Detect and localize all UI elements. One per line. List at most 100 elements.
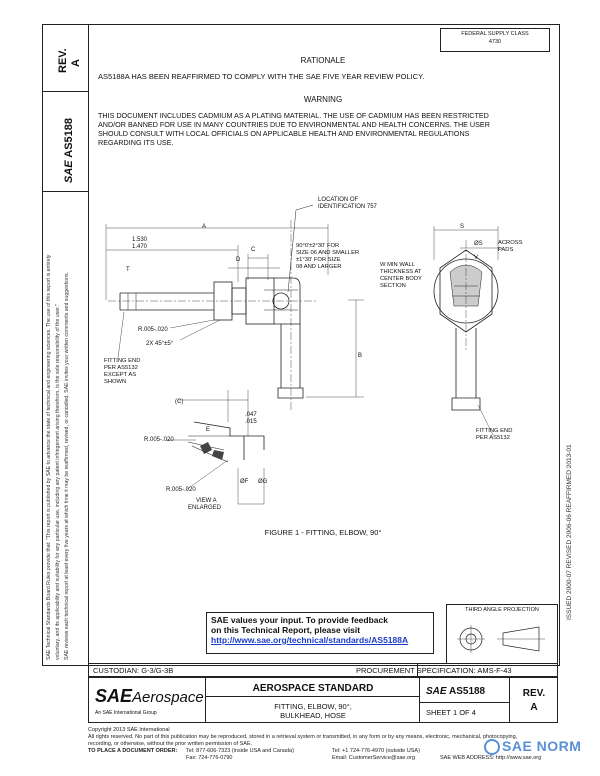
phi-s-label: ØS bbox=[474, 241, 483, 247]
title-line-2: BULKHEAD, HOSE bbox=[280, 711, 346, 720]
angle-note-4: 08 AND LARGER bbox=[296, 264, 342, 270]
fitting-end-note-1: FITTING END bbox=[104, 358, 141, 364]
rev-cell-bottom: REV. A bbox=[510, 677, 558, 723]
watermark: SAE NORM bbox=[484, 738, 581, 756]
rights-line-1: All rights reserved. No part of this pub… bbox=[88, 734, 518, 740]
projection-label: THIRD ANGLE PROJECTION bbox=[465, 607, 539, 613]
projection-box: THIRD ANGLE PROJECTION bbox=[446, 604, 558, 664]
sae-rules-line-1: SAE Technical Standards Board Rules prov… bbox=[46, 254, 52, 660]
rev-cell: REV. A bbox=[43, 25, 89, 92]
radius-label-1: R.005-.020 bbox=[138, 327, 168, 333]
wall-note-1: W MIN WALL bbox=[380, 262, 415, 268]
angle-note-2: SIZE 06 AND SMALLER bbox=[296, 250, 360, 256]
phi-f-label: ØF bbox=[240, 479, 249, 485]
rev-value: A bbox=[70, 59, 82, 67]
angle-note-1: 90°0'±2°30' FOR bbox=[296, 243, 340, 249]
rationale-heading: RATIONALE bbox=[300, 56, 346, 65]
order-label: TO PLACE A DOCUMENT ORDER: bbox=[88, 748, 178, 754]
procurement-text: PROCUREMENT SPECIFICATION: AMS-F-43 bbox=[356, 666, 512, 675]
fitting-end-note-4: SHOWN bbox=[104, 379, 127, 385]
angle-note-3: ±1°30' FOR SIZE bbox=[296, 257, 341, 263]
doc-number-cell-bottom: SAE AS5188 SHEET 1 OF 4 bbox=[420, 677, 510, 723]
dim-cc-label: (C) bbox=[175, 399, 184, 405]
custodian-text: CUSTODIAN: G-3/G-3B bbox=[93, 666, 174, 675]
warning-line-4: REGARDING ITS USE. bbox=[98, 138, 174, 147]
issue-dates: ISSUED 2000-07 REVISED 2006-06 REAFFIRME… bbox=[566, 444, 573, 620]
rev-value-bottom: A bbox=[530, 702, 538, 713]
sheet-divider bbox=[420, 702, 510, 703]
wall-note-4: SECTION bbox=[380, 283, 406, 289]
phi-g-label: ØG bbox=[258, 479, 268, 485]
rights-line-2: recording, or otherwise, without the pri… bbox=[88, 741, 253, 747]
feedback-link[interactable]: http://www.sae.org/technical/standards/A… bbox=[211, 635, 409, 645]
custodian-cell: CUSTODIAN: G-3/G-3B bbox=[88, 663, 418, 677]
fsc-box: FEDERAL SUPPLY CLASS 4730 bbox=[440, 28, 550, 52]
dim-s-label: S bbox=[460, 224, 465, 230]
fitting-end-right-2: PER AS5132 bbox=[476, 435, 510, 441]
doc-number-cell: SAE AS5188 bbox=[43, 91, 89, 192]
copyright-text: Copyright 2013 SAE International bbox=[88, 727, 170, 733]
location-note-2: IDENTIFICATION 757 bbox=[318, 204, 377, 210]
fax: Fax: 724-776-0790 bbox=[186, 755, 233, 761]
view-a-label: VIEW A bbox=[196, 498, 217, 504]
rev-label: REV. bbox=[57, 48, 69, 73]
wall-note-3: CENTER BODY bbox=[380, 276, 422, 282]
warning-heading: WARNING bbox=[303, 95, 343, 104]
web-address: SAE WEB ADDRESS: http://www.sae.org bbox=[440, 755, 542, 761]
fsc-label: FEDERAL SUPPLY CLASS bbox=[461, 31, 529, 37]
dim-e-label: E bbox=[206, 427, 211, 433]
view-enlarged-label: ENLARGED bbox=[188, 505, 222, 511]
across-note-2: PADS bbox=[498, 247, 514, 253]
wall-note-2: THICKNESS AT bbox=[380, 269, 422, 275]
dim-t-label: T bbox=[126, 267, 130, 273]
dim-1470: 1.470 bbox=[132, 244, 148, 250]
globe-icon bbox=[484, 739, 500, 756]
title-line-1: FITTING, ELBOW, 90°, bbox=[274, 702, 352, 711]
dim-015: .015 bbox=[245, 419, 257, 425]
sae-aerospace-logo: SAEAerospace bbox=[95, 686, 204, 706]
warning-line-1: THIS DOCUMENT INCLUDES CADMIUM AS A PLAT… bbox=[98, 111, 489, 120]
dim-b-label: B bbox=[358, 353, 363, 359]
figure-caption: FIGURE 1 - FITTING, ELBOW, 90° bbox=[264, 528, 382, 537]
left-header-column: REV. A SAE AS5188 bbox=[42, 24, 89, 666]
email: Email: CustomerService@sae.org bbox=[332, 755, 415, 761]
doc-number-bottom: AS5188 bbox=[448, 686, 486, 697]
fitting-drawing bbox=[105, 204, 500, 505]
rationale-text: AS5188A HAS BEEN REAFFIRMED TO COMPLY WI… bbox=[98, 72, 425, 81]
dim-047: .047 bbox=[245, 412, 257, 418]
title-divider bbox=[206, 696, 420, 697]
radius-label-2: R.005-.020 bbox=[144, 437, 174, 443]
feedback-box: SAE values your input. To provide feedba… bbox=[206, 612, 434, 654]
fitting-end-right-1: FITTING END bbox=[476, 428, 513, 434]
dim-c-label: C bbox=[251, 247, 256, 253]
feedback-line-1: SAE values your input. To provide feedba… bbox=[211, 615, 388, 625]
projection-symbol-icon bbox=[457, 625, 545, 653]
tel-inside: Tel: 877-606-7323 (inside USA and Canada… bbox=[186, 748, 294, 754]
fsc-value: 4730 bbox=[488, 39, 502, 45]
doc-number-vertical: AS5188 bbox=[63, 117, 75, 158]
procurement-cell: PROCUREMENT SPECIFICATION: AMS-F-43 bbox=[330, 663, 558, 677]
fitting-end-note-2: PER AS5132 bbox=[104, 365, 138, 371]
dim-v-label: V bbox=[474, 255, 479, 261]
dim-1530: 1.530 bbox=[132, 237, 148, 243]
radius-label-3: R.005-.020 bbox=[166, 487, 196, 493]
tel-outside: Tel: +1 724-776-4970 (outside USA) bbox=[332, 748, 420, 754]
warning-line-3: SHOULD CONSULT WITH LOCAL OFFICIALS ON A… bbox=[98, 129, 470, 138]
aerospace-standard-heading: AEROSPACE STANDARD bbox=[252, 683, 374, 694]
sae-rules-line-2: voluntary, and its applicability and sui… bbox=[55, 304, 61, 660]
logo-cell: SAEAerospace An SAE International Group bbox=[88, 677, 206, 723]
feedback-line-2: on this Technical Report, please visit bbox=[211, 625, 361, 635]
sae-rules-line-3: SAE reviews each technical report at lea… bbox=[64, 272, 70, 660]
sae-small-logo: SAE bbox=[426, 686, 447, 697]
dim-d-label: D bbox=[236, 257, 241, 263]
title-cell: AEROSPACE STANDARD FITTING, ELBOW, 90°, … bbox=[206, 677, 420, 723]
sheet-number: SHEET 1 OF 4 bbox=[426, 708, 476, 717]
dim-a-label: A bbox=[202, 224, 207, 230]
warning-line-2: AND/OR BANNED FOR USE IN MANY COUNTRIES … bbox=[98, 120, 490, 129]
across-note-1: ACROSS bbox=[498, 240, 523, 246]
fitting-end-note-3: EXCEPT AS bbox=[104, 372, 137, 378]
chamfer-label: 2X 45°±5° bbox=[146, 341, 174, 347]
document-frame bbox=[88, 24, 560, 666]
rev-label-bottom: REV. bbox=[522, 688, 546, 699]
logo-subtitle: An SAE International Group bbox=[95, 710, 157, 716]
